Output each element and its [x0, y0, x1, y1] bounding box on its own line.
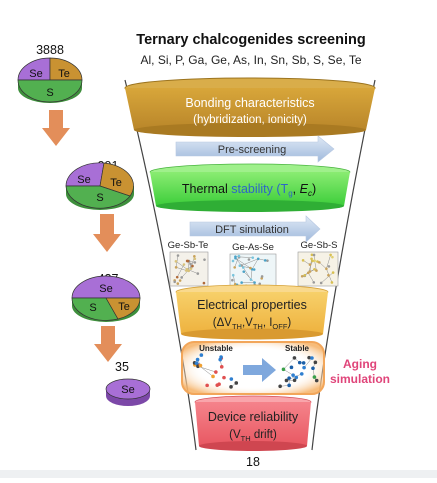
electrical-title: Electrical properties [197, 298, 307, 312]
count-after-electrical: 35 [115, 360, 129, 374]
thermal-label: Thermal stability (Tg, Ec) [182, 182, 316, 198]
electrical-stage: Electrical properties (ΔVTH,VTH, IOFF) [176, 285, 328, 340]
pie4-label-se: Se [121, 384, 134, 396]
down-arrow-2 [93, 214, 121, 252]
pie3-label-te: Te [118, 301, 130, 313]
down-arrow-3 [94, 326, 122, 362]
aging-unstable-label: Unstable [199, 344, 233, 353]
pie1-label-se: Se [29, 68, 42, 80]
aging-label-1: Aging [343, 357, 377, 371]
dft-label: DFT simulation [215, 224, 289, 236]
pie2-label-se: Se [77, 174, 90, 186]
bonding-subtitle: (hybridization, ionicity) [193, 114, 307, 126]
pie-chart-35: Se [106, 379, 150, 406]
aging-panel: Unstable Stable Aging simulation [182, 342, 390, 394]
diagram-title: Ternary chalcogenides screening [136, 32, 365, 48]
pie3-label-s: S [89, 302, 96, 314]
aging-stable-label: Stable [285, 344, 310, 353]
bottom-strip [0, 470, 437, 478]
device-subtitle: (VTH drift) [229, 429, 277, 443]
pie-chart-991: Se Te S [66, 163, 134, 210]
aging-label-2: simulation [330, 372, 390, 386]
bonding-title: Bonding characteristics [185, 96, 314, 110]
pie2-label-s: S [96, 192, 103, 204]
device-stage: Device reliability (VTH drift) [195, 396, 311, 451]
pie3-label-se: Se [99, 283, 112, 295]
pie1-label-s: S [46, 87, 53, 99]
element-list: Al, Si, P, Ga, Ge, As, In, Sn, Sb, S, Se… [140, 53, 361, 67]
material-label-gst: Ge-Sb-Te [168, 240, 209, 251]
prescreening-label: Pre-screening [218, 144, 286, 156]
thermal-stage: Thermal stability (Tg, Ec) [150, 164, 350, 212]
prescreening-arrow: Pre-screening [176, 136, 334, 162]
material-label-gss: Ge-Sb-S [301, 240, 338, 251]
material-label-gase: Ge-As-Se [232, 242, 274, 253]
device-title: Device reliability [208, 410, 299, 424]
dft-arrow: DFT simulation [190, 216, 320, 242]
pie-chart-427: Se S Te [72, 276, 140, 322]
pie2-label-te: Te [110, 177, 122, 189]
bonding-stage: Bonding characteristics (hybridization, … [125, 78, 375, 137]
count-final: 18 [246, 455, 260, 469]
down-arrow-1 [42, 110, 70, 146]
pie-chart-3888: Se Te S [18, 58, 82, 103]
count-initial: 3888 [36, 43, 64, 57]
material-structures: Ge-Sb-Te Ge-As-Se Ge-Sb-S [168, 240, 338, 290]
pie1-label-te: Te [58, 68, 70, 80]
